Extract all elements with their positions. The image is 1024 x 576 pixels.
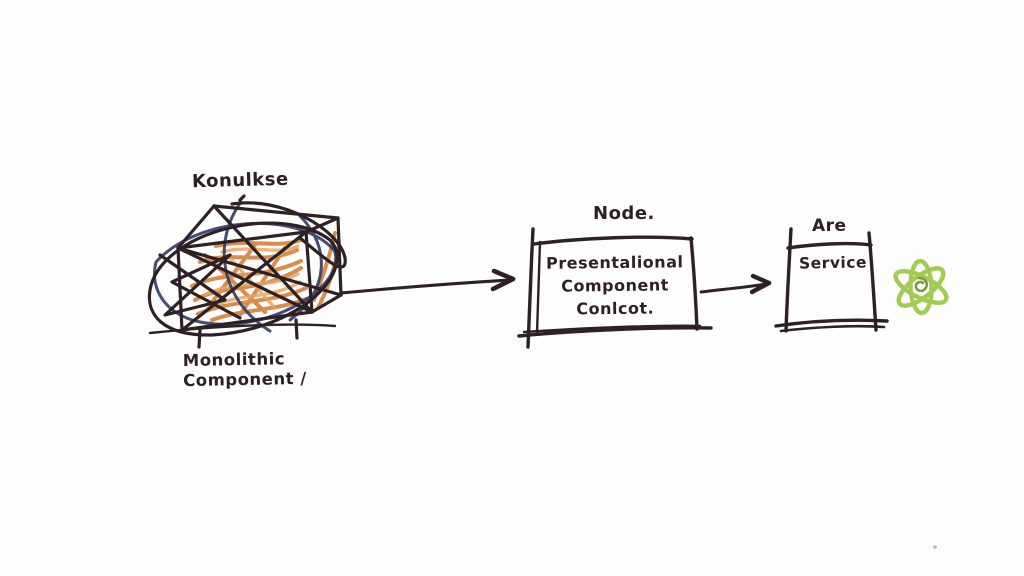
- node-box-text-line3: Conlcot.: [576, 298, 655, 319]
- ink-speck: [933, 545, 937, 549]
- service-box-label: Are: [812, 216, 847, 236]
- monolith-drawing: [147, 194, 347, 349]
- service-box-text: Service: [798, 253, 868, 273]
- react-atom-center-spiral: [914, 276, 929, 293]
- node-box-text-line2: Component: [561, 275, 669, 296]
- monolith-caption: Monolithic Component /: [183, 349, 307, 391]
- monolith-caption-line1: Monolithic: [182, 349, 286, 371]
- arrow-monolith-to-node: [339, 268, 516, 295]
- node-box-text: Presentalional Component Conlcot.: [534, 250, 697, 321]
- node-box-text-line1: Presentalional: [546, 252, 684, 273]
- monolith-ink-structure: [147, 194, 347, 349]
- monolith-title: Konulkse: [191, 168, 289, 193]
- node-box-drawing: [517, 227, 713, 349]
- arrow-node-to-service: [699, 273, 772, 295]
- node-box-label: Node.: [593, 203, 655, 224]
- monolith-caption-line2: Component /: [183, 368, 307, 391]
- service-box-drawing: [774, 227, 889, 333]
- react-atom-icon: [893, 258, 949, 316]
